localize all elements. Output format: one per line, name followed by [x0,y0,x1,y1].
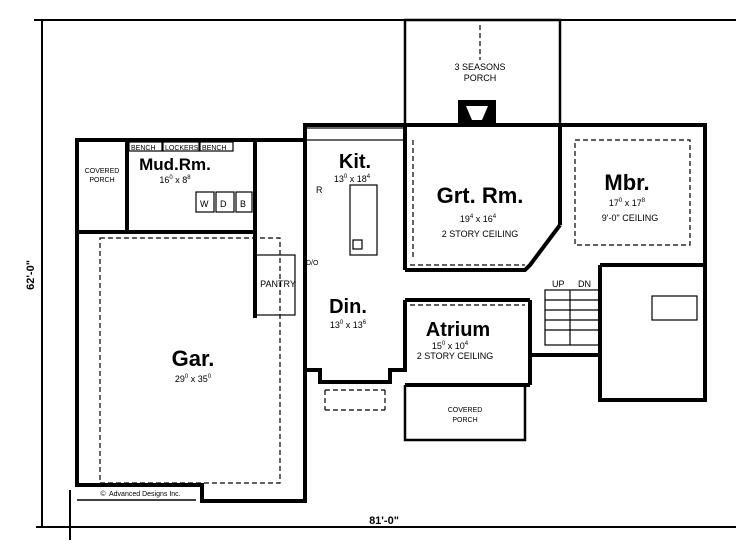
dryer-label: D [220,199,227,209]
bathtub-icon [651,295,698,321]
fridge-label: R [316,185,323,195]
stairs-up-label: UP [552,279,565,289]
great-room-note: 2 STORY CEILING [442,229,519,239]
washer-label: W [200,199,209,209]
depth-dimension: 62'-0" [25,260,37,290]
great-room-label: Grt. Rm. [437,183,524,208]
side-porch-label-2: PORCH [89,177,114,184]
kitchen-island [349,184,378,256]
sink-icon [352,239,363,250]
garage-size: 290 x 350 [175,374,212,384]
atrium-size: 150 x 104 [432,341,469,351]
dining-size: 130 x 136 [330,320,367,330]
great-room-size: 194 x 164 [460,214,497,224]
dimension-lines [34,19,736,540]
front-porch-label: COVERED [448,407,483,414]
kitchen-label: Kit. [339,151,371,173]
bench-label: BENCH [131,145,156,152]
copyright-text: Advanced Designs Inc. [109,491,181,498]
mud-room-fixtures [128,141,253,213]
garage-label: Gar. [172,346,215,371]
dashed-lines [99,25,691,484]
pantry-closet [254,254,296,316]
b-label: B [240,199,246,209]
master-bedroom-note: 9'-0" CEILING [602,213,658,223]
atrium-label: Atrium [426,319,490,341]
copyright-icon: © [100,490,106,498]
kitchen-size: 130 x 184 [334,174,371,184]
lockers-label: LOCKERS [165,145,199,152]
porch3-label-2: PORCH [464,73,497,83]
atrium-note: 2 STORY CEILING [417,351,494,361]
side-porch-label: COVERED [85,168,120,175]
oven-label: D/O [306,260,319,267]
porch3-label: 3 SEASONS [454,62,505,72]
mud-room-label: Mud.Rm. [139,155,211,174]
exterior-walls [75,18,707,503]
dining-label: Din. [329,296,367,318]
pantry-label: PANTRY [260,279,296,289]
stairs-down-label: DN [578,279,591,289]
master-bedroom-size: 170 x 178 [609,198,646,208]
width-dimension: 81'-0" [369,515,399,527]
staircase [544,289,601,346]
kitchen-counter [304,127,406,141]
fireplace-icon [458,100,496,125]
bench-label: BENCH [202,145,227,152]
mud-room-size: 160 x 88 [159,175,191,185]
front-porch-label-2: PORCH [452,417,477,424]
master-bedroom-label: Mbr. [604,170,649,195]
